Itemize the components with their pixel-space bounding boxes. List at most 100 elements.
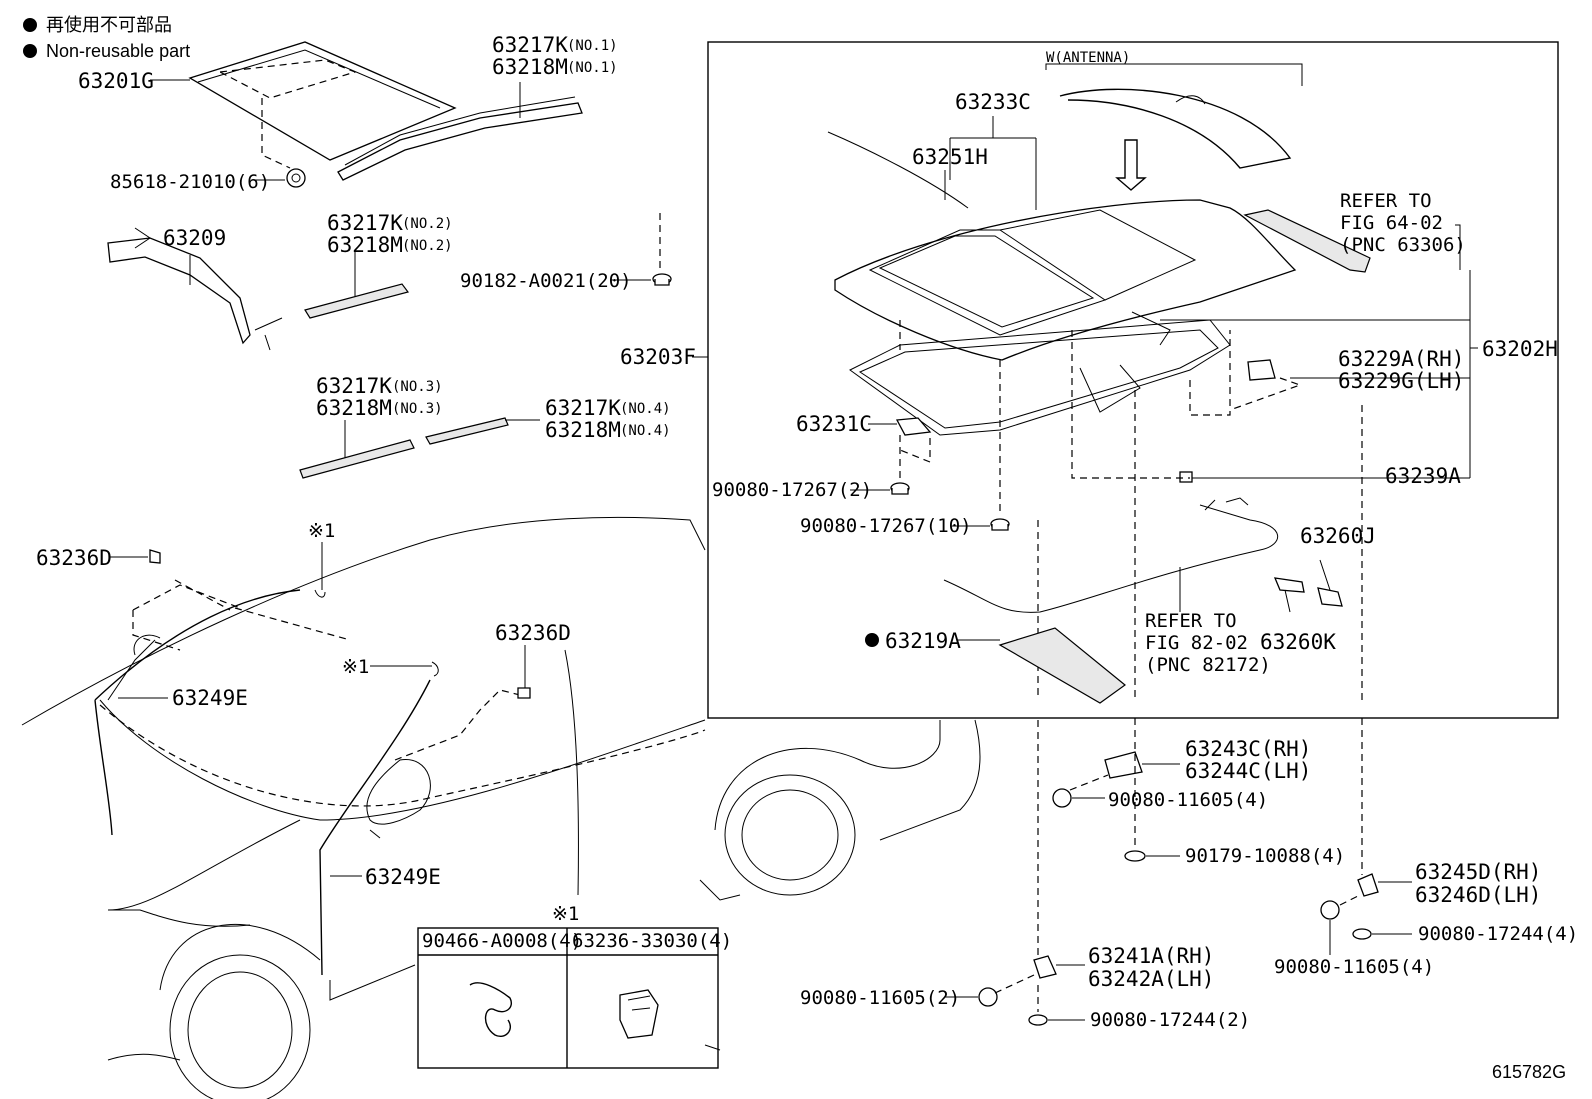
part-label-63229G: 63229G(LH): [1338, 369, 1464, 393]
part-label-90080-11605-4a: 90080-11605(4): [1108, 789, 1268, 811]
part-label-63236D-left: 63236D: [36, 546, 112, 570]
non-reusable-bullet-icon: [23, 18, 37, 32]
clip-90080-17267-a: [850, 482, 910, 495]
note-mark-2: ※1: [342, 656, 369, 678]
part-label-63231C: 63231C: [796, 412, 872, 436]
clip-63236D-middle: [517, 645, 531, 699]
part-note-no1: (NO.1): [567, 60, 618, 76]
molding-no4: [425, 417, 540, 445]
refer-fig82-line2: FIG 82-02: [1145, 632, 1248, 654]
molding-no1: [337, 82, 583, 181]
roof-panel-63201G: [150, 41, 457, 188]
refer-fig64-line2: FIG 64-02: [1340, 212, 1443, 234]
molding-no3: [299, 420, 415, 479]
part-label-85618: 85618-21010(6): [110, 171, 270, 193]
part-label-63217K-no2: 63217K: [327, 211, 403, 235]
roof-glass-panel: [834, 199, 1297, 361]
part-note-no1: (NO.1): [567, 38, 618, 54]
diagram-code: 615782G: [1492, 1062, 1566, 1082]
part-label-63233C: 63233C: [955, 90, 1031, 114]
part-label-63209: 63209: [163, 226, 226, 250]
part-note-no3: (NO.3): [392, 401, 443, 417]
non-reusable-bullet-icon: [865, 633, 879, 647]
part-label-63217K-no4: 63217K: [545, 396, 621, 420]
clip-table-col2: 63236-33030(4): [572, 930, 732, 952]
part-63209: [107, 227, 283, 351]
part-label-90080-11605-2: 90080-11605(2): [800, 987, 960, 1009]
bracket-63241A: [945, 720, 1085, 1026]
bracket-63245D: [1320, 873, 1412, 955]
part-note-no3: (NO.3): [392, 379, 443, 395]
part-label-63249E-pillar: 63249E: [365, 865, 441, 889]
part-note-no2: (NO.2): [402, 216, 453, 232]
refer-fig64-line3: (PNC 63306): [1340, 234, 1466, 256]
part-label-90080-11605-4b: 90080-11605(4): [1274, 956, 1434, 978]
part-label-63218M-no4: 63218M: [545, 418, 621, 442]
part-label-63218M-no1: 63218M: [492, 55, 568, 79]
antenna-label: W(ANTENNA): [1046, 50, 1130, 66]
drain-hose: [943, 497, 1279, 613]
molding-no2: [304, 252, 410, 319]
side-rail-63306: [1243, 209, 1461, 273]
refer-fig64-line1: REFER TO: [1340, 190, 1432, 212]
clip-table: [417, 927, 719, 1069]
part-label-90080-17267-10: 90080-17267(10): [800, 515, 972, 537]
part-note-no4: (NO.4): [620, 401, 671, 417]
legend-jp: 再使用不可部品: [46, 15, 172, 35]
part-label-63260K: 63260K: [1260, 630, 1336, 654]
part-label-90080-17244-4: 90080-17244(4): [1418, 923, 1578, 945]
part-label-63203F: 63203F: [620, 345, 696, 369]
part-63239A: [1179, 471, 1193, 483]
part-label-90182: 90182-A0021(20): [460, 270, 632, 292]
bracket-63231C: [868, 417, 932, 478]
clip-63236D-left: [110, 549, 161, 564]
part-label-63243C: 63243C(RH): [1185, 737, 1311, 761]
sunroof-frame: [849, 311, 1231, 436]
sunshade-63219A: [958, 627, 1126, 704]
part-label-63236D-middle: 63236D: [495, 621, 571, 645]
part-label-90080-17267-2: 90080-17267(2): [712, 479, 872, 501]
part-label-63244C: 63244C(LH): [1185, 759, 1311, 783]
part-label-63246D: 63246D(LH): [1415, 883, 1541, 907]
part-label-63217K-no1: 63217K: [492, 33, 568, 57]
note-mark-1: ※1: [308, 520, 335, 542]
part-label-90080-17244-2: 90080-17244(2): [1090, 1009, 1250, 1031]
part-label-63245D: 63245D(RH): [1415, 860, 1541, 884]
bracket-63243C: [1052, 751, 1180, 808]
car-body-outline: [21, 516, 981, 1099]
weatherstrip-63249E-pillar: [319, 679, 431, 976]
band-clip-icon: [619, 989, 659, 1039]
refer-fig82-line1: REFER TO: [1145, 610, 1237, 632]
part-label-63241A: 63241A(RH): [1088, 944, 1214, 968]
part-label-63218M-no3: 63218M: [316, 396, 392, 420]
sunroof-motor: [1273, 559, 1343, 613]
part-label-63249E-left: 63249E: [172, 686, 248, 710]
part-label-63219A: 63219A: [885, 629, 961, 653]
part-label-63201G: 63201G: [78, 69, 154, 93]
legend-en: Non-reusable part: [46, 41, 190, 61]
bracket-63229: [1229, 359, 1302, 411]
part-label-63242A: 63242A(LH): [1088, 967, 1214, 991]
clip-90080-17267-b: [952, 518, 1010, 531]
note-mark-3: ※1: [552, 903, 579, 925]
deflector-63251H: [827, 131, 969, 209]
part-label-90179: 90179-10088(4): [1185, 845, 1345, 867]
clip-90182: [610, 210, 672, 286]
part-label-63218M-no2: 63218M: [327, 233, 403, 257]
part-label-63229A: 63229A(RH): [1338, 347, 1464, 371]
part-label-63217K-no3: 63217K: [316, 374, 392, 398]
weatherstrip-63249E-left: [94, 589, 301, 836]
legend: 再使用不可部品 Non-reusable part: [23, 15, 190, 61]
part-label-63239A: 63239A: [1385, 464, 1461, 488]
part-label-63202H: 63202H: [1482, 337, 1558, 361]
non-reusable-bullet-icon: [23, 44, 37, 58]
down-arrow-icon: [1115, 139, 1147, 191]
antenna-glass: [1045, 63, 1303, 169]
part-note-no4: (NO.4): [620, 423, 671, 439]
wire-clip-icon: [469, 982, 512, 1037]
refer-fig82-line3: (PNC 82172): [1145, 654, 1271, 676]
clip-table-col1: 90466-A0008(4): [422, 930, 582, 952]
clip-90179: [1124, 850, 1180, 862]
part-label-63260J: 63260J: [1300, 524, 1376, 548]
